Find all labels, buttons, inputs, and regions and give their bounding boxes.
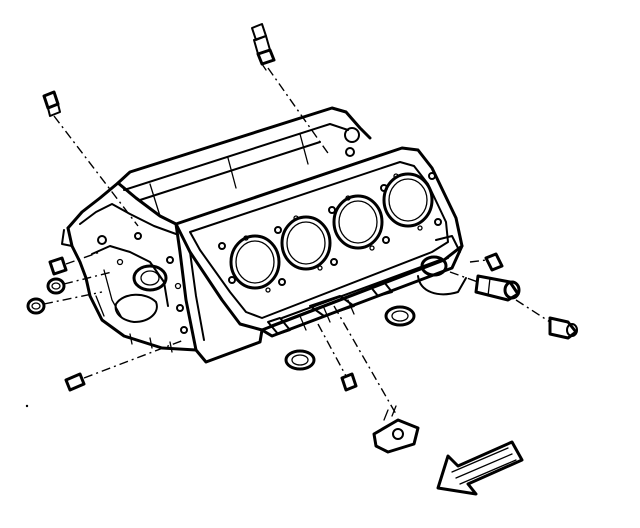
expansion-plug-front-middle <box>46 277 66 295</box>
cam-bore <box>132 264 168 292</box>
cylinder-bore-3 <box>332 194 384 250</box>
engine-block <box>61 106 467 364</box>
core-plug-bottom-right <box>384 305 416 327</box>
oil-gallery-plug-bottom <box>548 316 578 340</box>
knock-sensor-top-left <box>42 90 61 117</box>
oil-pan-bolt <box>340 372 358 392</box>
front-arrow-icon <box>436 440 524 496</box>
cylinder-bore-1 <box>229 234 281 290</box>
cylinder-bore-2 <box>280 215 332 271</box>
deck-bolt-holes <box>218 172 442 293</box>
core-plug-bottom-left <box>284 349 316 371</box>
cylinder-bores <box>229 172 434 290</box>
expansion-plug-front-upper <box>48 256 68 276</box>
coolant-drain-plug-right <box>484 252 504 272</box>
cylinder-bore-4 <box>382 172 434 228</box>
oil-pressure-sender <box>251 23 276 71</box>
expansion-plug-front-lower <box>26 297 46 315</box>
block-heater-or-sensor-right <box>474 274 521 302</box>
front-dowel-pin <box>64 372 86 392</box>
knock-sensor-bottom <box>372 405 420 454</box>
stray-dot <box>25 404 29 408</box>
